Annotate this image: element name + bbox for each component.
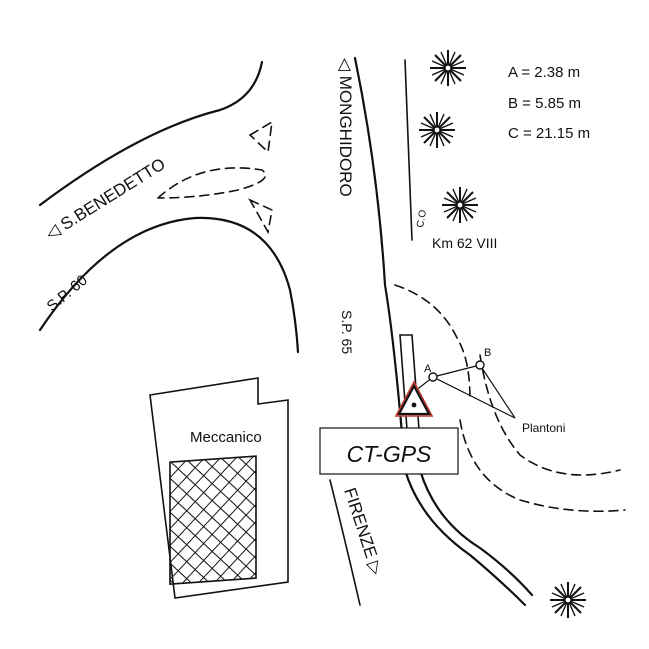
station-label-box: CT-GPS bbox=[319, 427, 459, 475]
island-triangle-bottom bbox=[248, 198, 273, 235]
building-outline bbox=[149, 377, 289, 599]
roads bbox=[38, 56, 626, 607]
road-firenze-outer bbox=[403, 468, 527, 607]
point-b-label: B bbox=[484, 347, 491, 359]
road-right-curve-dashed-2 bbox=[459, 419, 626, 513]
plantoni-label: Plantoni bbox=[522, 421, 565, 435]
survey-points: A B Plantoni bbox=[409, 347, 565, 435]
triangle-station-icon bbox=[394, 380, 434, 417]
hatched-area bbox=[169, 455, 257, 585]
tree-icon bbox=[429, 49, 467, 87]
road-right-curve-dashed bbox=[479, 354, 621, 476]
km-label: Km 62 VIII bbox=[432, 235, 497, 251]
island-ellipse bbox=[157, 167, 267, 199]
station-label: CT-GPS bbox=[347, 441, 432, 467]
tree-icon bbox=[549, 581, 587, 619]
road-s-benedetto-upper-edge bbox=[38, 60, 264, 207]
road-label-monghidoro: ◁ MONGHIDORO bbox=[336, 58, 355, 197]
point-a-label: A bbox=[424, 363, 432, 375]
survey-point-icon bbox=[475, 360, 485, 370]
road-sp60-curve bbox=[38, 216, 300, 354]
co-label: C.O bbox=[415, 209, 429, 229]
road-label-sp65: S.P. 65 bbox=[339, 310, 355, 354]
survey-point-icon bbox=[428, 372, 438, 382]
road-firenze-inner bbox=[418, 468, 534, 597]
legend-item-c: C = 21.15 m bbox=[508, 125, 590, 142]
traffic-islands bbox=[157, 120, 274, 235]
building-meccanico: Meccanico bbox=[149, 377, 289, 599]
road-monghidoro-left-edge bbox=[353, 56, 407, 472]
island-triangle-top bbox=[248, 120, 274, 154]
road-label-sp60: S.P. 60 bbox=[44, 272, 91, 315]
tree-icon bbox=[441, 186, 479, 224]
road-label-firenze: FIRENZE ▷ bbox=[340, 485, 386, 578]
road-monghidoro-right-edge bbox=[394, 284, 471, 401]
road-firenze-edge bbox=[329, 479, 361, 606]
legend-item-b: B = 5.85 m bbox=[508, 95, 581, 112]
legend-item-a: A = 2.38 m bbox=[508, 64, 580, 81]
tree-icon bbox=[418, 111, 456, 149]
legend: A = 2.38 m B = 5.85 m C = 21.15 m bbox=[508, 64, 590, 142]
meccanico-label: Meccanico bbox=[190, 429, 262, 446]
fence-line bbox=[404, 59, 413, 241]
